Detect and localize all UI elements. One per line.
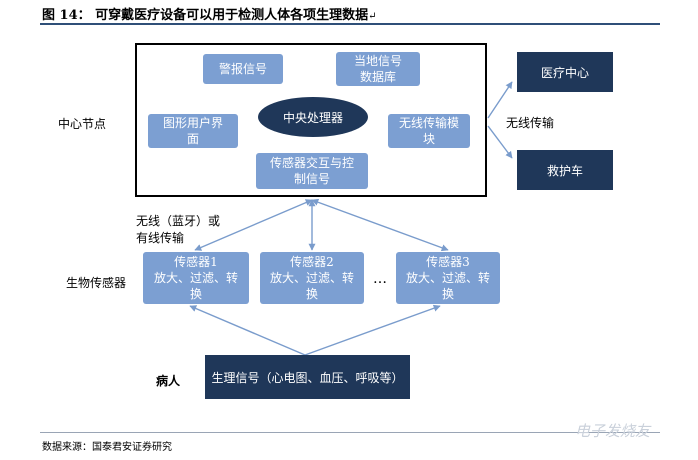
bio-sensor-label: 生物传感器 — [66, 276, 127, 290]
arrow-center-sensor1 — [194, 199, 313, 251]
watermark: 电子发烧友 — [575, 422, 651, 440]
arrow-patient-sensor1 — [189, 305, 306, 356]
medical-center-text: 医疗中心 — [540, 65, 589, 80]
sensor-1-box: 传感器1 放大、过滤、转换 — [143, 252, 249, 304]
alarm-signal-box: 警报信号 — [203, 54, 283, 84]
sensor-3-desc: 放大、过滤、转换 — [405, 270, 490, 302]
arrow-to-medical-center — [487, 81, 513, 119]
footer-rule — [40, 432, 660, 433]
title-rule — [40, 23, 660, 25]
local-database-text: 当地信号数据库 — [353, 53, 402, 84]
figure-title: 图 14： 可穿戴医疗设备可以用于检测人体各项生理数据↵ — [42, 4, 377, 23]
arrow-to-ambulance — [487, 125, 513, 159]
ambulance-box: 救护车 — [517, 150, 613, 190]
local-database-box: 当地信号数据库 — [336, 52, 420, 86]
arrow-center-sensor3 — [311, 198, 449, 252]
sensor-1-desc: 放大、过滤、转换 — [153, 270, 238, 302]
link-type-line-1: 无线（蓝牙）或 — [136, 214, 221, 228]
sensor-2-box: 传感器2 放大、过滤、转换 — [260, 252, 364, 304]
wireless-module-text: 无线传输模块 — [398, 115, 459, 146]
sensor-2-title: 传感器2 — [290, 254, 334, 269]
source-note: 数据来源：国泰君安证券研究 — [42, 442, 172, 453]
sensor-control-box: 传感器交互与控制信号 — [256, 153, 368, 189]
gui-box: 图形用户界面 — [148, 114, 238, 148]
alarm-signal-text: 警报信号 — [218, 61, 267, 76]
center-node-label: 中心节点 — [58, 117, 107, 131]
link-type-line-2: 有线传输 — [136, 230, 185, 245]
cpu-ellipse: 中央处理器 — [258, 97, 368, 137]
cpu-text: 中央处理器 — [282, 110, 343, 125]
patient-label: 病人 — [156, 374, 181, 388]
physiological-signals-box: 生理信号（心电图、血压、呼吸等） — [205, 355, 410, 399]
sensor-3-box: 传感器3 放大、过滤、转换 — [396, 252, 500, 304]
wireless-transmission-label: 无线传输 — [506, 116, 555, 130]
return-mark: ↵ — [368, 11, 377, 22]
wireless-module-box: 无线传输模块 — [388, 114, 470, 148]
sensor-control-text: 传感器交互与控制信号 — [269, 155, 354, 186]
medical-center-box: 医疗中心 — [517, 52, 613, 92]
arrow-patient-sensor3 — [304, 304, 441, 356]
physiological-signals-text: 生理信号（心电图、血压、呼吸等） — [211, 370, 404, 385]
link-type-label: 无线（蓝牙）或 有线传输 — [136, 213, 220, 247]
figure-title-text: 图 14： 可穿戴医疗设备可以用于检测人体各项生理数据 — [42, 8, 369, 23]
sensor-1-title: 传感器1 — [174, 254, 218, 269]
gui-text: 图形用户界面 — [162, 115, 223, 146]
sensor-ellipsis: … — [373, 271, 387, 287]
sensor-2-desc: 放大、过滤、转换 — [269, 270, 354, 302]
sensor-3-title: 传感器3 — [426, 254, 470, 269]
ambulance-text: 救护车 — [546, 163, 583, 178]
